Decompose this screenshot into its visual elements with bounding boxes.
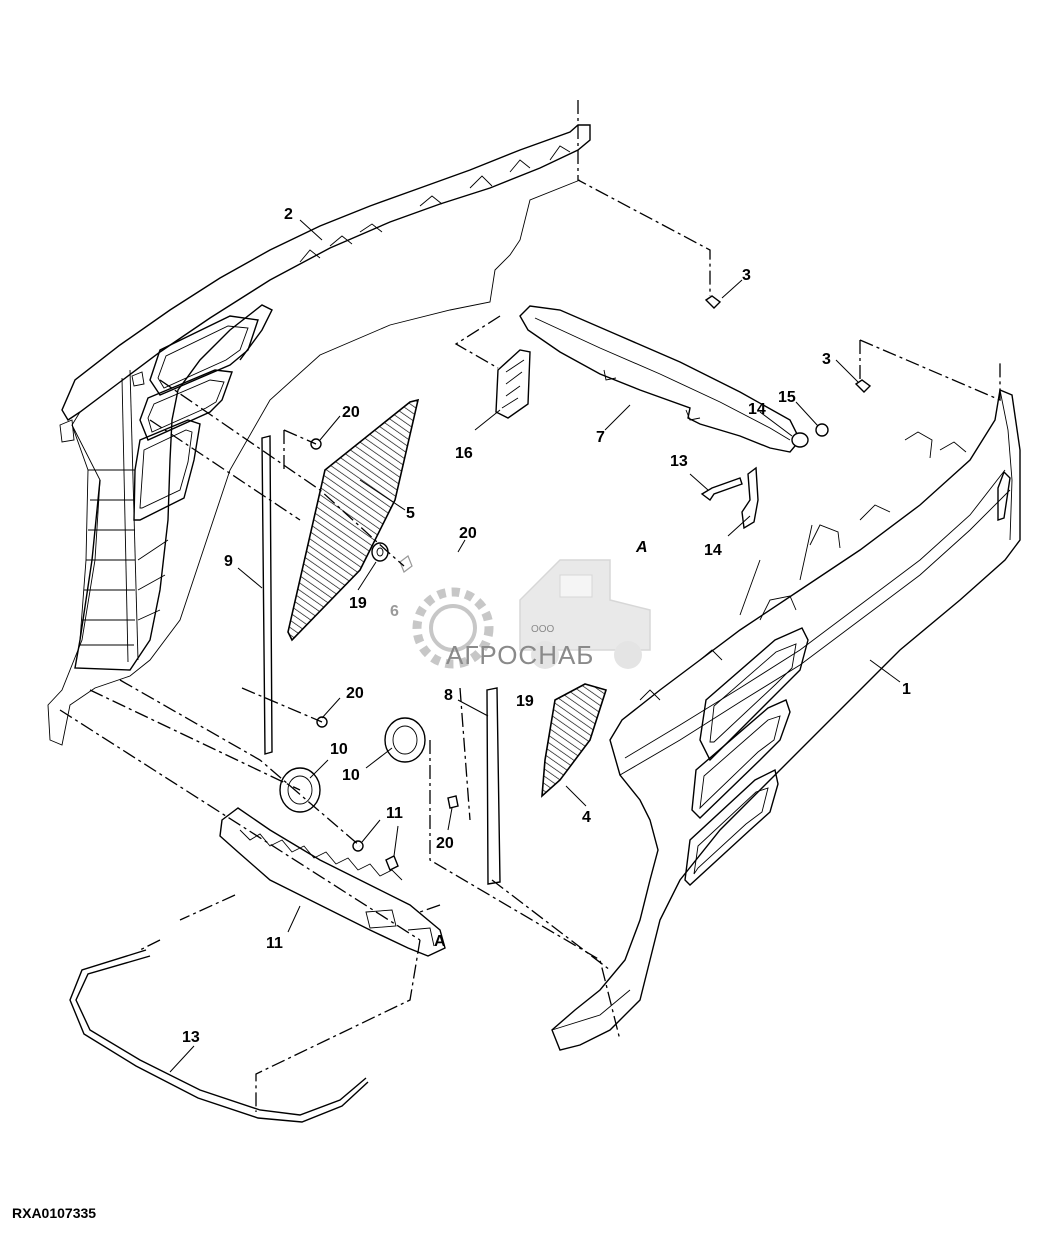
callout-20-top: 20 (342, 404, 360, 421)
part-11-grille-bar (219, 807, 446, 957)
callout-17: 15 (778, 389, 796, 406)
part-8-strip (486, 687, 501, 885)
assembly-center-lines (59, 100, 1001, 1112)
callout-9: 9 (224, 553, 233, 570)
callout-15: 13 (670, 453, 688, 470)
callout-3-right: 3 (822, 351, 831, 368)
part-6-screw (399, 555, 413, 573)
part-4-right-screen (541, 683, 608, 798)
part-17-nut (815, 423, 829, 437)
callout-16: 14 (748, 401, 766, 418)
part-16-washer (791, 432, 809, 448)
callout-8: 8 (444, 687, 453, 704)
watermark-suffix: ООО (531, 624, 555, 635)
part-15-bolt (700, 477, 743, 502)
callout-11: 11 (266, 935, 283, 952)
part-12-pin (385, 855, 399, 871)
callout-18: 16 (455, 445, 473, 462)
callout-14: 14 (704, 542, 722, 559)
callout-10-right: 10 (342, 767, 360, 784)
watermark-text: АГРОСНАБ (446, 640, 594, 670)
part-10-plug-right (384, 717, 426, 763)
callout-labels: 2 3 3 20 15 14 7 16 13 5 20 14 9 19 6 1 … (182, 206, 911, 1046)
callout-20-lower: 20 (346, 685, 364, 702)
callout-7: 7 (596, 429, 605, 446)
part-18-bracket (495, 349, 531, 419)
callout-2: 2 (284, 206, 293, 223)
callout-12: 11 (386, 805, 403, 822)
part-14-latch (741, 466, 759, 530)
reference-code: RXA0107335 (12, 1205, 96, 1221)
callout-6: 6 (390, 603, 399, 620)
callout-19-right: 19 (516, 693, 534, 710)
part-13-seal (69, 949, 369, 1123)
callout-20-bottom: 20 (436, 835, 454, 852)
callout-19-left: 19 (349, 595, 367, 612)
callout-20-mid: 20 (459, 525, 477, 542)
watermark-logo (412, 559, 651, 669)
marker-a-lower: A (434, 933, 446, 950)
callout-5: 5 (406, 505, 415, 522)
callout-1: 1 (902, 681, 911, 698)
callout-4: 4 (582, 809, 591, 826)
part-7-cross-brace (519, 305, 801, 453)
leader-lines (169, 219, 901, 1073)
part-3-fastener-left (704, 295, 722, 309)
part-1-right-side-panel (551, 389, 1021, 1051)
part-9-strip (261, 435, 273, 755)
marker-a-upper: A (635, 539, 648, 556)
part-2-left-side-panel (47, 124, 591, 746)
callout-3-upper: 3 (742, 267, 751, 284)
part-20-nut-c (352, 840, 364, 852)
callout-13: 13 (182, 1029, 200, 1046)
part-3-fastener-right (854, 379, 872, 393)
part-19-washer (371, 542, 389, 562)
part-20-pin-d (447, 795, 459, 809)
callout-10-left: 10 (330, 741, 348, 758)
